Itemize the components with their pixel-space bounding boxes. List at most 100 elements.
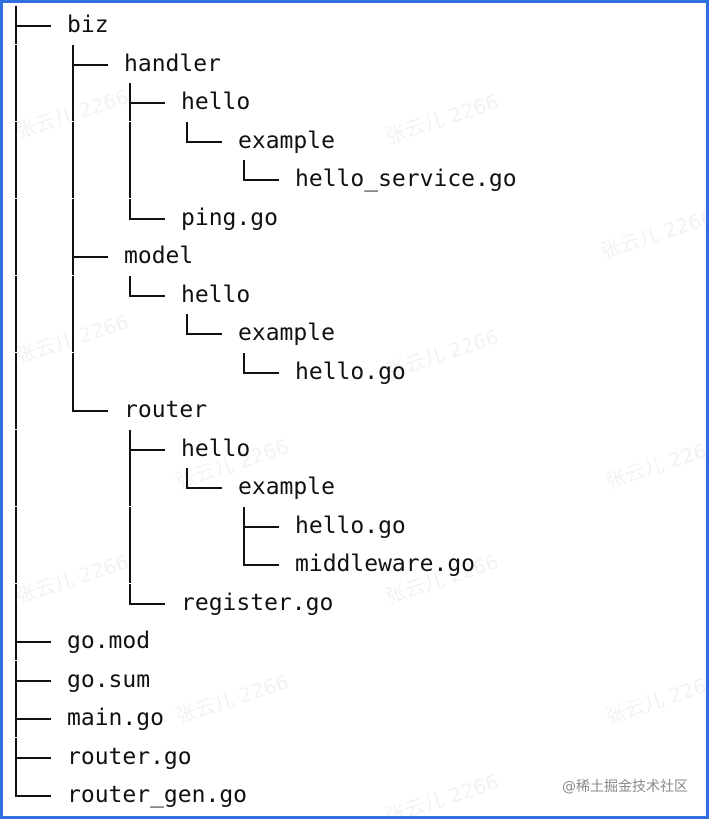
tree-guide-line xyxy=(129,468,131,506)
tree-row: hello xyxy=(3,429,706,468)
tree-branch-connector xyxy=(129,217,165,220)
tree-row: router xyxy=(3,391,706,429)
tree-branch-connector xyxy=(129,602,165,605)
tree-item-name: hello xyxy=(181,281,251,308)
tree-row: model xyxy=(3,237,706,275)
tree-item-name: main.go xyxy=(67,705,164,731)
tree-guide-line xyxy=(129,506,131,545)
tree-branch-connector xyxy=(243,179,279,181)
tree-item-name: hello xyxy=(181,89,251,115)
tree-branch-connector xyxy=(15,25,51,27)
tree-corner-connector xyxy=(186,468,188,488)
tree-branch-connector xyxy=(15,679,51,682)
tree-corner-connector xyxy=(72,391,74,411)
tree-corner-connector xyxy=(243,160,245,180)
tree-row: router.go xyxy=(3,737,706,776)
tree-row: go.sum xyxy=(3,660,706,699)
tree-row: router_gen.go xyxy=(3,776,706,814)
tree-guide-line xyxy=(72,275,74,314)
tree-guide-line xyxy=(15,429,17,468)
tree-corner-connector xyxy=(186,121,188,142)
tree-guide-line xyxy=(15,468,17,506)
tree-corner-connector xyxy=(129,583,131,604)
tree-row: middleware.go xyxy=(3,545,706,583)
tree-row: register.go xyxy=(3,583,706,622)
tree-row: hello_service.go xyxy=(3,160,706,198)
tree-item-name: model xyxy=(124,243,194,269)
tree-item-name: go.sum xyxy=(67,666,151,693)
tree-branch-connector xyxy=(15,718,51,720)
tree-item-name: hello.go xyxy=(295,358,406,385)
tree-guide-line xyxy=(15,275,17,314)
tree-row: biz xyxy=(3,6,706,44)
tree-row: ping.go xyxy=(3,198,706,237)
tree-row: hello xyxy=(3,275,706,314)
tree-guide-line xyxy=(15,583,17,622)
tree-guide-line xyxy=(72,83,74,121)
tree-row: handler xyxy=(3,44,706,83)
tree-guide-line xyxy=(15,160,17,198)
tree-branch-connector xyxy=(15,756,51,759)
tree-guide-line xyxy=(72,314,74,352)
tree-item-name: router.go xyxy=(67,743,192,770)
tree-row: go.mod xyxy=(3,622,706,660)
tree-row: example xyxy=(3,314,706,352)
site-credit: @稀土掘金技术社区 xyxy=(562,779,688,795)
tree-branch-connector xyxy=(243,371,279,374)
tree-corner-connector xyxy=(243,545,245,565)
tree-item-name: router xyxy=(124,397,208,423)
tree-branch-connector xyxy=(129,294,165,297)
tree-item-name: example xyxy=(238,474,335,500)
tree-guide-line xyxy=(15,352,17,391)
tree-item-name: middleware.go xyxy=(295,551,476,577)
tree-item-name: router_gen.go xyxy=(67,782,248,808)
tree-corner-connector xyxy=(186,314,188,334)
tree-branch-connector xyxy=(72,410,108,412)
tree-row: example xyxy=(3,468,706,506)
tree-guide-line xyxy=(129,545,131,583)
tree-guide-line xyxy=(72,198,74,237)
tree-item-name: register.go xyxy=(181,589,334,616)
tree-guide-line xyxy=(129,160,131,198)
tree-row: example xyxy=(3,121,706,160)
tree-branch-connector xyxy=(72,63,108,66)
tree-guide-line xyxy=(15,121,17,160)
tree-branch-connector xyxy=(72,256,108,258)
tree-guide-line xyxy=(15,545,17,583)
tree-item-name: ping.go xyxy=(181,204,278,231)
tree-branch-connector xyxy=(15,795,51,797)
tree-item-name: biz xyxy=(67,12,109,38)
tree-guide-line xyxy=(15,391,17,429)
tree-item-name: hello xyxy=(181,435,251,462)
tree-branch-connector xyxy=(15,641,51,643)
tree-guide-line xyxy=(72,160,74,198)
tree-item-name: go.mod xyxy=(67,628,151,654)
tree-item-name: hello.go xyxy=(295,512,406,539)
tree-item-name: handler xyxy=(124,50,221,77)
tree-guide-line xyxy=(15,314,17,352)
tree-corner-connector xyxy=(129,275,131,296)
tree-branch-connector xyxy=(129,102,165,104)
tree-item-name: example xyxy=(238,320,335,346)
tree-branch-connector xyxy=(129,448,165,451)
tree-guide-line xyxy=(15,506,17,545)
tree-guide-line xyxy=(129,121,131,160)
tree-corner-connector xyxy=(243,352,245,373)
tree-guide-line xyxy=(15,44,17,83)
tree-branch-connector xyxy=(186,487,222,489)
tree-row: main.go xyxy=(3,699,706,737)
tree-branch-connector xyxy=(243,564,279,566)
tree-guide-line xyxy=(72,121,74,160)
tree-row: hello.go xyxy=(3,506,706,545)
tree-corner-connector xyxy=(15,776,17,796)
tree-branch-connector xyxy=(243,525,279,528)
tree-row: hello.go xyxy=(3,352,706,391)
tree-guide-line xyxy=(72,352,74,391)
tree-guide-line xyxy=(15,237,17,275)
tree-item-name: hello_service.go xyxy=(295,166,517,192)
tree-branch-connector xyxy=(186,333,222,335)
tree-item-name: example xyxy=(238,127,335,154)
tree-guide-line xyxy=(15,83,17,121)
